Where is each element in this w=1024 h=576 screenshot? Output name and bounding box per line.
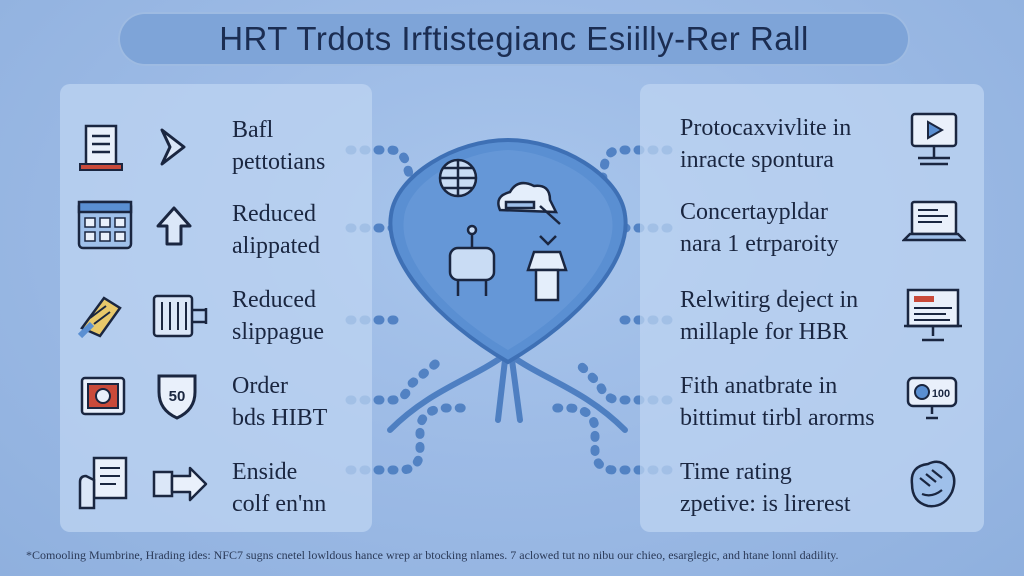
left-item-line2: bds HIBT (232, 405, 328, 431)
left-item: Reduced slippague (74, 282, 364, 352)
right-item-line2: nara 1 etrparoity (680, 231, 839, 257)
cloud-hand-icon (497, 181, 561, 225)
right-item-line1: Concertaypldar (680, 199, 828, 225)
left-item-line2: pettotians (232, 149, 326, 175)
right-item-line1: Relwitirg deject in (680, 287, 859, 313)
handshake-icon (910, 460, 956, 508)
arrow-up-icon (156, 206, 192, 246)
clipboard-hand-icon (78, 456, 128, 510)
document-stack-icon (79, 124, 123, 171)
left-item: Bafl pettotians (74, 112, 364, 182)
right-item-line1: Protocaxvivlite in (680, 115, 852, 141)
left-item-line2: alippated (232, 233, 320, 259)
camera-icon (80, 376, 126, 416)
shield-badge-text: 50 (169, 388, 186, 405)
robot-arm-icon (448, 224, 496, 296)
display-badge-text: 100 (932, 388, 950, 400)
page-title: HRT Trdots Irftistegianc Esiilly-Rer Ral… (219, 20, 809, 57)
lantern-hand-icon (526, 235, 568, 302)
right-item: Concertaypldar nara 1 etrparoity (680, 192, 976, 262)
right-item-line1: Fith anatbrate in (680, 373, 838, 399)
left-item-line1: Reduced (232, 287, 316, 313)
left-item: Enside colf en'nn (74, 452, 364, 522)
left-item-line2: slippague (232, 319, 324, 345)
video-monitor-icon (910, 112, 958, 166)
right-item: Protocaxvivlite in inracte spontura (680, 110, 976, 180)
left-item: Reduced alippated (74, 192, 364, 262)
globe-icon (438, 158, 478, 198)
calendar-grid-icon (77, 200, 133, 250)
right-item-line2: bittimut tirbl arorms (680, 405, 875, 431)
left-item-line1: Reduced (232, 201, 316, 227)
right-item: Fith anatbrate in bittimut tirbl arorms … (680, 366, 976, 436)
footer-note: *Comooling Mumbrine, Hrading ides: NFC7 … (26, 548, 839, 562)
chevron-right-icon (160, 128, 186, 166)
shield-50-icon: 50 (157, 374, 197, 420)
title-banner: HRT Trdots Irftistegianc Esiilly-Rer Ral… (118, 12, 910, 66)
right-item-line1: Time rating (680, 459, 792, 485)
arrow-box-right-icon (152, 466, 208, 502)
left-item-line2: colf en'nn (232, 491, 327, 517)
right-item: Time rating zpetive: is lirerest (680, 452, 976, 522)
laptop-icon (902, 200, 966, 242)
right-item-line2: zpetive: is lirerest (680, 491, 851, 517)
right-item-line2: inracte spontura (680, 147, 834, 173)
tag-hand-icon (77, 296, 122, 339)
right-item: Relwitirg deject in millaple for HBR (680, 282, 976, 352)
presentation-board-icon (904, 288, 962, 342)
toggle-display-icon: 100 (906, 376, 958, 420)
right-item-line2: millaple for HBR (680, 319, 848, 345)
left-item-line1: Order (232, 373, 288, 399)
filter-device-icon (152, 294, 208, 338)
left-item-line1: Bafl (232, 117, 274, 143)
left-item: 50 Order bds HIBT (74, 364, 364, 434)
left-item-line1: Enside (232, 459, 298, 485)
